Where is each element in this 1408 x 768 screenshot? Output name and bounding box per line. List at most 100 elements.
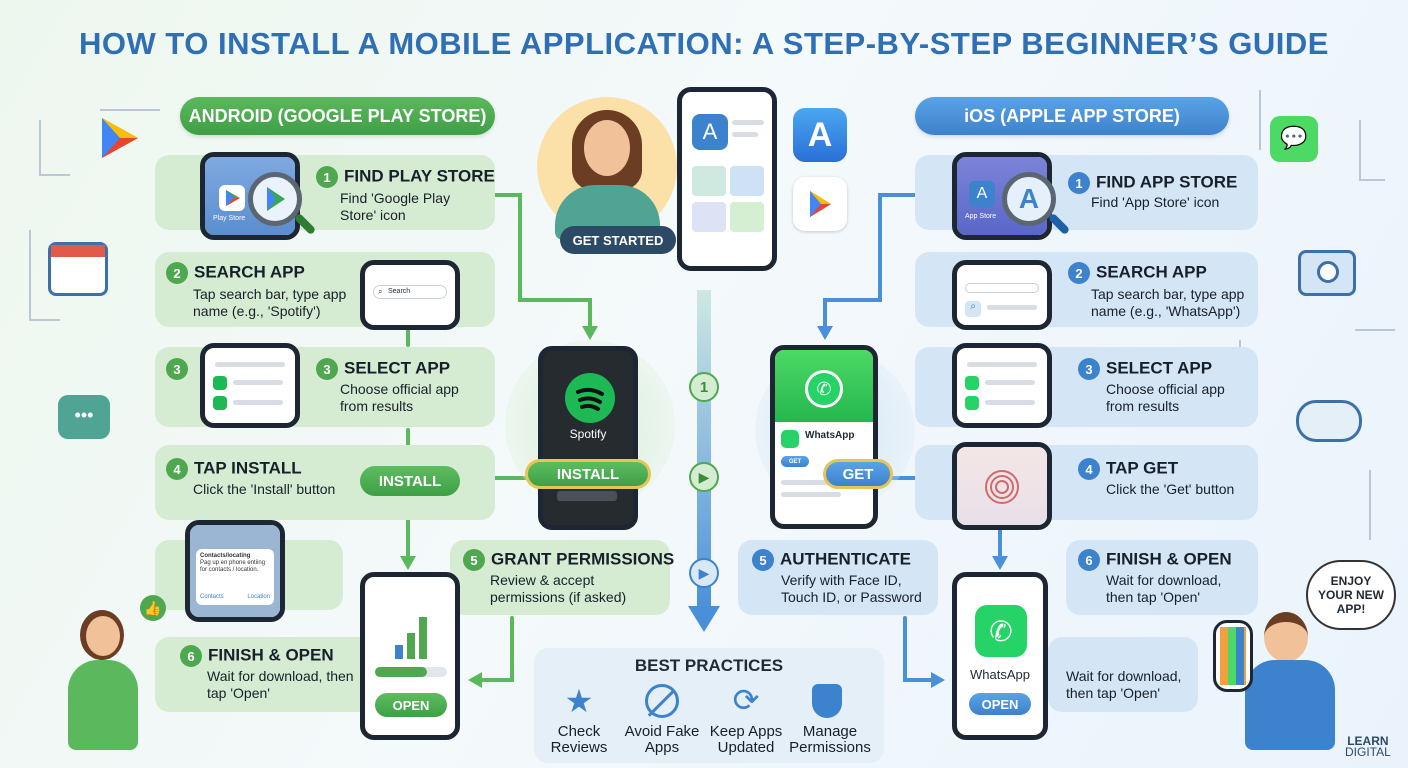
center-phone: A <box>677 87 777 271</box>
android-step-5-card <box>450 540 670 615</box>
ios-header: iOS (APPLE APP STORE) <box>915 97 1229 135</box>
get-button[interactable]: GET <box>823 459 893 489</box>
ios-finish-desc: Wait for download, then tap 'Open' <box>1066 668 1182 701</box>
permission-dialog: Contacts/locating Pag up en phone entiin… <box>196 549 274 605</box>
thumbs-up-icon: 👍 <box>140 595 166 621</box>
install-button-small[interactable]: INSTALL <box>360 466 460 496</box>
ios-search-icon: ⌕ <box>965 301 981 317</box>
android-open-button[interactable]: OPEN <box>375 693 447 717</box>
magnifier-icon <box>248 172 302 226</box>
location-permission-button[interactable]: Location <box>247 594 270 600</box>
ios-step-1-desc: Find 'App Store' icon <box>1091 194 1220 210</box>
center-play-badge-1: ▶ <box>689 462 719 492</box>
android-header: ANDROID (GOOGLE PLAY STORE) <box>180 97 495 135</box>
bp-avoid-fake-apps: Avoid Fake Apps <box>624 723 700 756</box>
whatsapp-label-small: WhatsApp <box>805 430 855 441</box>
page-title: HOW TO INSTALL A MOBILE APPLICATION: A S… <box>79 26 1329 61</box>
speech-bubble: ENJOY YOUR NEW APP! <box>1306 560 1396 630</box>
no-fake-icon <box>645 684 679 718</box>
bp-keep-apps-updated: Keep Apps Updated <box>709 723 783 756</box>
chat-icon: ••• <box>58 395 110 439</box>
search-icon: ⌕ <box>378 287 383 296</box>
spotify-phone: Spotify <box>538 346 638 530</box>
android-phone-permissions: Contacts/locating Pag up en phone entiin… <box>185 520 285 622</box>
get-started-button[interactable]: GET STARTED <box>560 226 676 254</box>
app-store-icon-small: A <box>692 114 728 150</box>
celebrating-woman-face <box>86 616 120 656</box>
man-face <box>1264 612 1308 662</box>
center-play-badge-2: ▶ <box>689 558 719 588</box>
gamepad-icon <box>1296 400 1362 442</box>
bp-check-reviews: Check Reviews <box>550 723 608 756</box>
refresh-icon: ⟳ <box>732 682 760 718</box>
ios-phone-appstore: A App Store <box>952 152 1052 240</box>
star-icon: ★ <box>564 683 594 719</box>
woman-face <box>584 120 630 176</box>
ios-step-5-desc: Verify with Face ID, Touch ID, or Passwo… <box>781 572 922 605</box>
ios-step-4-desc: Click the 'Get' button <box>1106 481 1235 497</box>
search-bar[interactable]: ⌕ Search <box>373 285 447 299</box>
ios-phone-search: ⌕ <box>952 260 1052 330</box>
android-step-1-desc: Find 'Google Play Store' icon <box>340 190 451 223</box>
google-play-icon <box>793 177 847 231</box>
whatsapp-label: WhatsApp <box>970 667 1030 682</box>
spotify-icon <box>565 373 615 423</box>
app-store-phone-icon: A <box>969 181 995 207</box>
camera-icon <box>1298 250 1356 296</box>
ios-phone-results <box>952 343 1052 428</box>
ios-step-2-desc: Tap search bar, type app name (e.g., 'Wh… <box>1091 286 1245 319</box>
android-step-3-side-num: 3 <box>166 358 188 380</box>
man-body <box>1245 660 1335 750</box>
android-phone-results <box>200 343 300 428</box>
play-store-label: Play Store <box>213 215 246 222</box>
app-store-label: App Store <box>965 213 997 220</box>
ios-step-6-card <box>1066 540 1258 615</box>
install-button[interactable]: INSTALL <box>525 459 651 489</box>
download-progress-bar <box>375 667 447 677</box>
center-step-badge: 1 <box>689 372 719 402</box>
calendar-icon <box>48 242 108 296</box>
play-store-icon <box>219 185 245 211</box>
android-phone-search: ⌕ Search <box>360 260 460 330</box>
man-phone <box>1213 620 1253 692</box>
contacts-permission-button[interactable]: Contacts <box>200 594 224 600</box>
ios-phone-open: ✆ WhatsApp OPEN <box>952 572 1048 740</box>
ios-magnifier-icon: A <box>1002 172 1056 226</box>
best-practices-title: BEST PRACTICES <box>634 656 784 675</box>
spotify-label: Spotify <box>569 427 607 441</box>
whatsapp-phone: ✆ WhatsApp GET <box>770 345 878 529</box>
app-store-icon: A <box>793 108 847 162</box>
whatsapp-icon: ✆ <box>805 370 843 408</box>
shield-lock-icon <box>812 684 842 718</box>
bp-manage-permissions: Manage Permissions <box>789 723 871 756</box>
ios-phone-fingerprint <box>952 442 1052 530</box>
android-step-6-desc: Wait for download, then tap 'Open' <box>207 668 354 701</box>
ios-open-button[interactable]: OPEN <box>969 693 1031 715</box>
android-step-3-desc: Choose official app from results <box>340 381 459 414</box>
android-phone-open: OPEN <box>360 572 460 740</box>
messages-icon: 💬 <box>1270 116 1318 162</box>
android-step-4-desc: Click the 'Install' button <box>193 481 336 497</box>
celebrating-woman-body <box>68 660 138 750</box>
ios-step-3-desc: Choose official app from results <box>1106 381 1225 414</box>
get-small-button[interactable]: GET <box>781 456 809 467</box>
ios-step-6-desc: Wait for download, then tap 'Open' <box>1106 572 1222 605</box>
fingerprint-icon <box>985 470 1019 504</box>
android-step-2-desc: Tap search bar, type app name (e.g., 'Sp… <box>193 286 347 319</box>
android-step-5-desc: Review & accept permissions (if asked) <box>490 572 627 605</box>
whatsapp-app-icon: ✆ <box>975 605 1027 657</box>
